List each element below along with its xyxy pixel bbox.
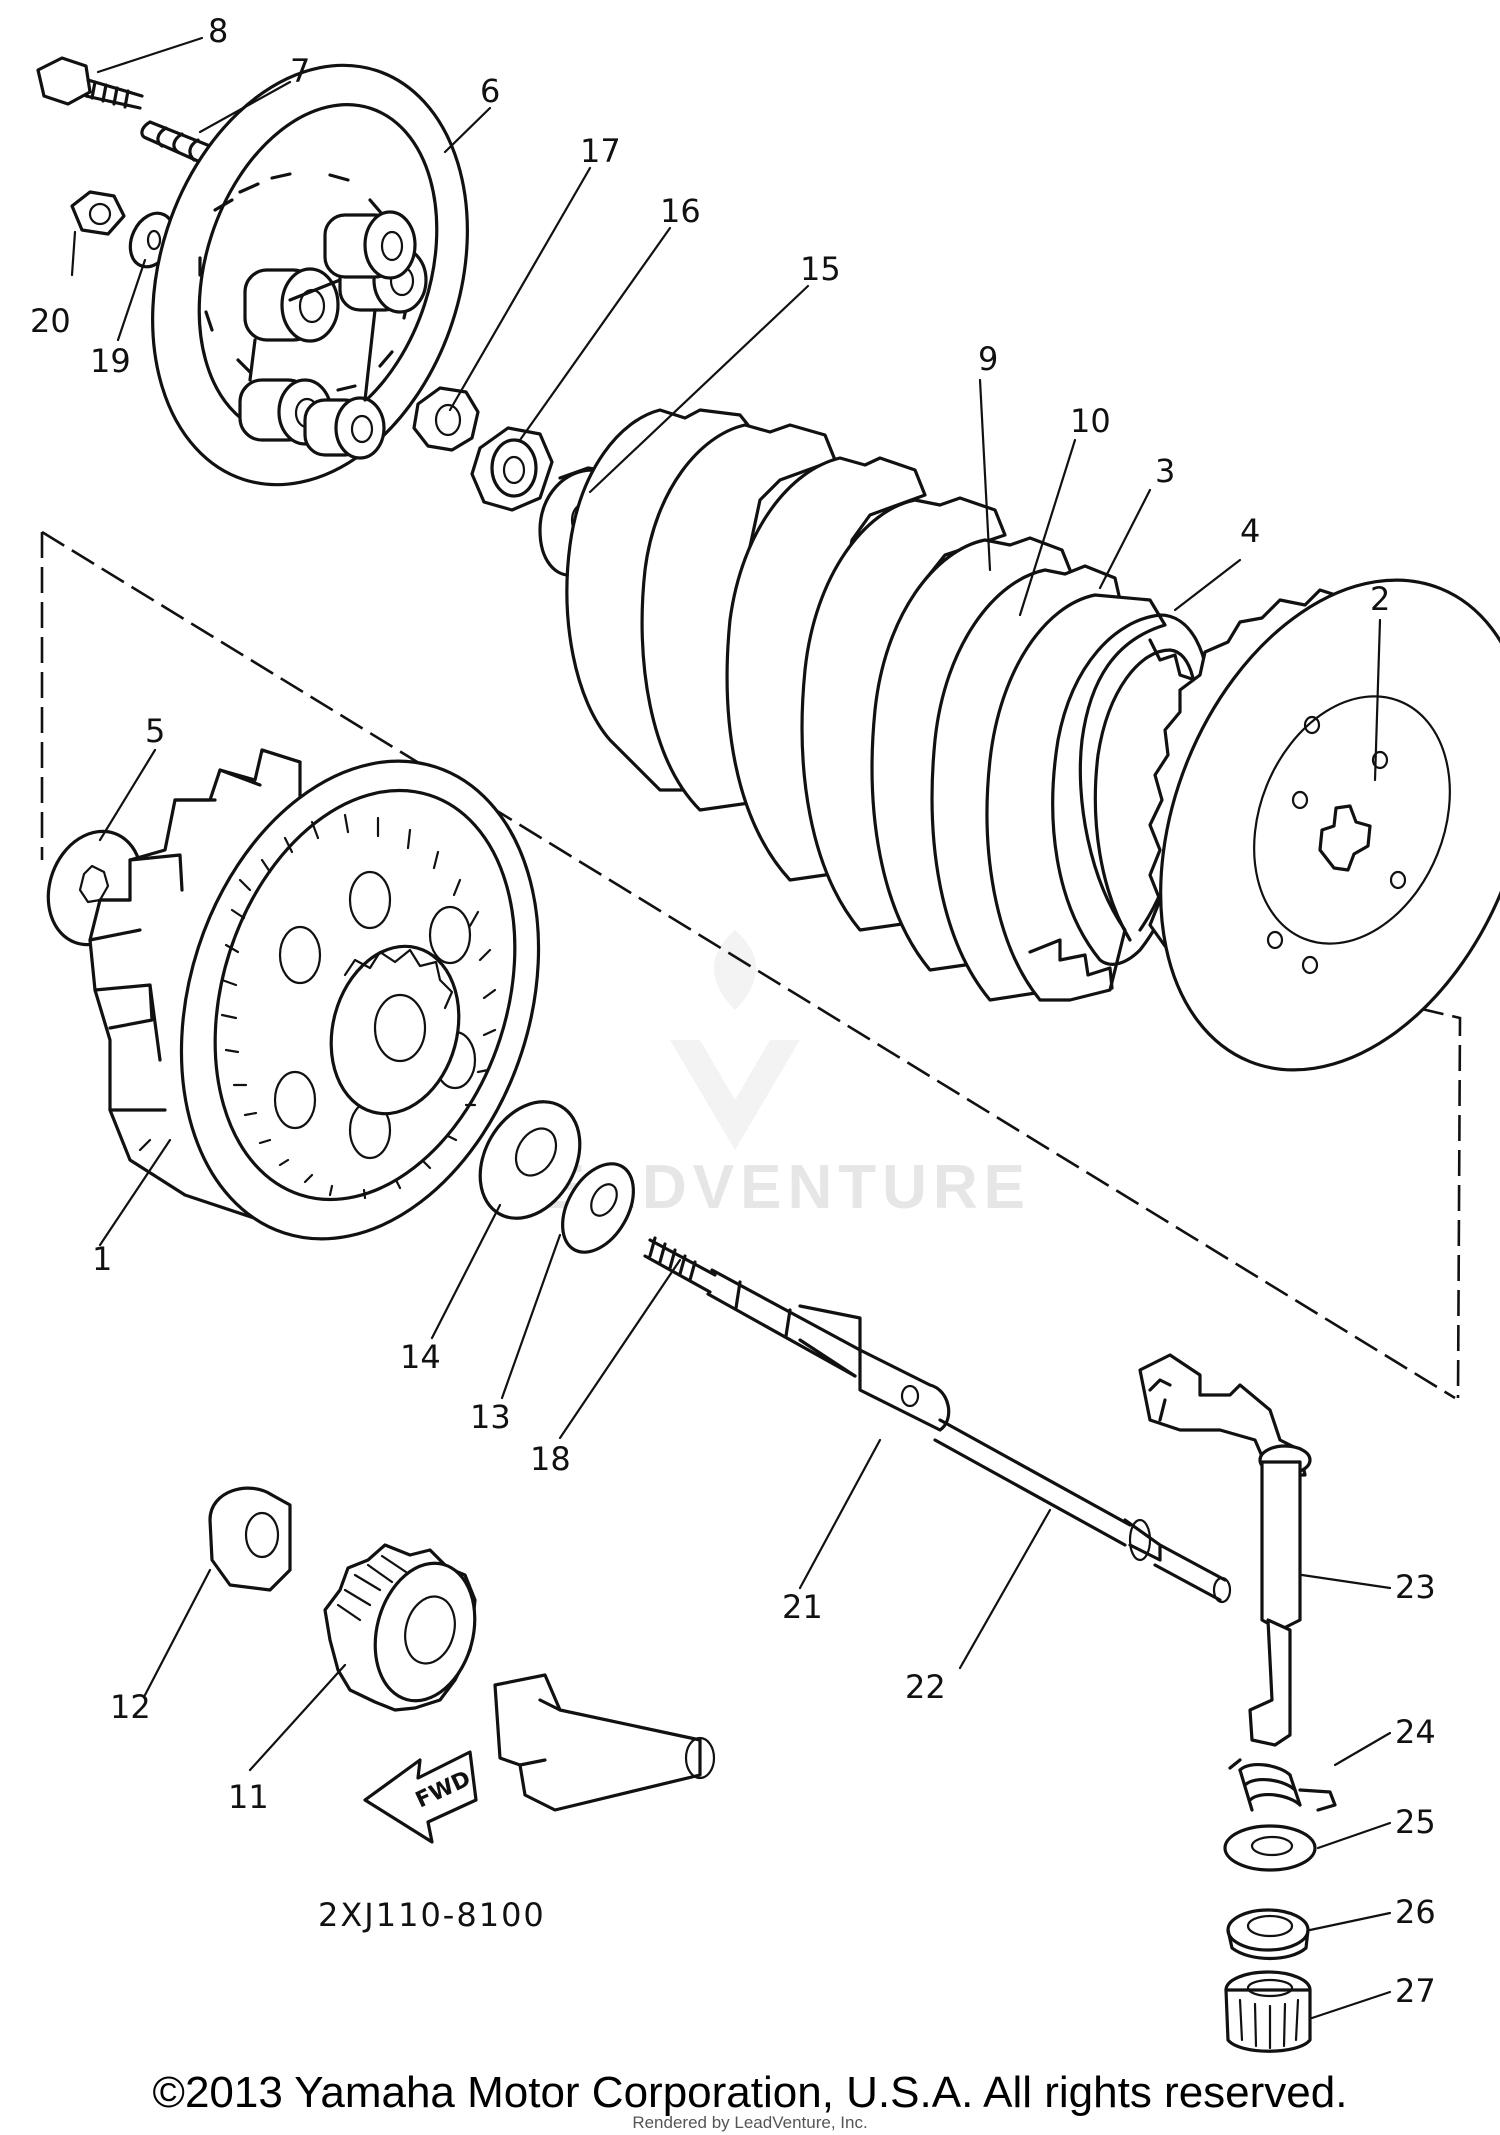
friction-plates-stack — [565, 408, 1212, 1002]
callout-11: 11 — [228, 1778, 269, 1816]
part-26-oil-seal — [1226, 1908, 1310, 1961]
fwd-direction-arrow: FWD — [363, 1750, 478, 1844]
callout-26: 26 — [1395, 1893, 1436, 1931]
callout-23: 23 — [1395, 1568, 1436, 1606]
part-17-lock-washer — [412, 386, 480, 452]
callout-17: 17 — [580, 132, 621, 170]
callout-19: 19 — [90, 342, 131, 380]
callout-24: 24 — [1395, 1713, 1436, 1751]
part-20-nut — [70, 190, 126, 236]
part-1-clutch-housing — [88, 748, 541, 1241]
callout-3: 3 — [1155, 452, 1175, 490]
callout-9: 9 — [978, 340, 998, 378]
callout-27: 27 — [1395, 1972, 1436, 2010]
callout-1: 1 — [92, 1240, 112, 1278]
part-13-thrust-washer — [561, 1162, 635, 1254]
part-22-push-lever-shaft — [858, 1348, 1232, 1604]
part-23-push-lever — [1138, 1353, 1312, 1747]
callout-8: 8 — [208, 12, 228, 50]
callout-18: 18 — [530, 1440, 571, 1478]
callout-16: 16 — [660, 192, 701, 230]
part-11-primary-drive-gear — [323, 1543, 477, 1712]
callout-labels: 8 7 6 17 16 15 9 10 3 4 2 20 19 5 1 14 1… — [30, 12, 1436, 2010]
callout-25: 25 — [1395, 1803, 1436, 1841]
leader-lines — [70, 36, 1392, 2020]
callout-15: 15 — [800, 250, 841, 288]
part-6-pressure-plate — [151, 63, 469, 487]
callout-22: 22 — [905, 1668, 946, 1706]
part-27-bearing — [1224, 1970, 1312, 2053]
part-12-nut — [208, 1486, 292, 1592]
callout-21: 21 — [782, 1588, 823, 1626]
callout-6: 6 — [480, 72, 500, 110]
watermark-logo — [670, 930, 800, 1150]
part-18-push-rod — [643, 1236, 862, 1378]
part-14-thrust-washer — [478, 1100, 582, 1220]
callout-10: 10 — [1070, 402, 1111, 440]
callout-4: 4 — [1240, 512, 1260, 550]
callout-12: 12 — [110, 1688, 151, 1726]
copyright-notice: ©2013 Yamaha Motor Corporation, U.S.A. A… — [152, 2068, 1348, 2117]
drawing-code: 2XJ110-8100 — [318, 1896, 546, 1934]
part-24-spring — [1228, 1758, 1337, 1812]
part-25-washer — [1223, 1824, 1317, 1872]
part-8-bolt — [36, 56, 144, 110]
callout-2: 2 — [1370, 580, 1390, 618]
callout-20: 20 — [30, 302, 71, 340]
callout-7: 7 — [290, 52, 310, 90]
part-2-clutch-boss — [1148, 578, 1500, 1072]
callout-13: 13 — [470, 1398, 511, 1436]
rendered-by-notice: Rendered by LeadVenture, Inc. — [632, 2113, 868, 2132]
part-16-nut — [470, 426, 554, 512]
callout-14: 14 — [400, 1338, 441, 1376]
callout-5: 5 — [145, 712, 165, 750]
main-axle-shaft — [493, 1673, 716, 1812]
